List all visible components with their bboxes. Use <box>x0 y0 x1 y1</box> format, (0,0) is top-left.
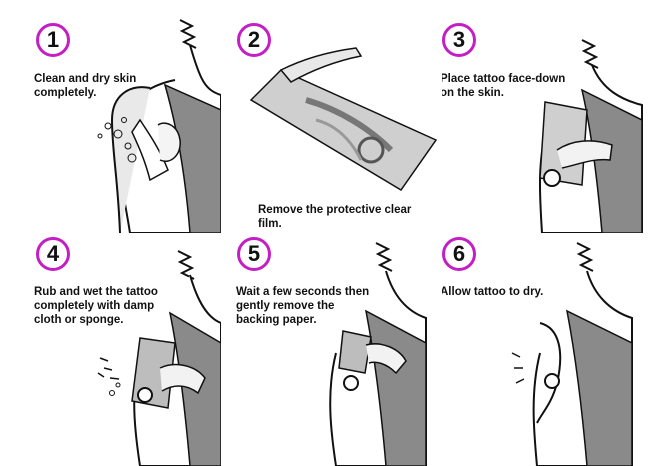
step-1-caption: Clean and dry skin completely. <box>34 73 137 99</box>
step-4-caption: Rub and wet the tattoo completely with d… <box>34 286 158 326</box>
clean-skin-illustration <box>97 19 221 233</box>
step-2-caption: Remove the protective clear film. <box>258 204 412 230</box>
step-1-number-badge: 1 <box>36 23 70 57</box>
step-6-number: 6 <box>452 241 466 266</box>
step-2-number-badge: 2 <box>237 23 271 57</box>
wet-tattoo-illustration <box>97 250 221 466</box>
dry-tattoo-illustration <box>511 242 633 466</box>
place-tattoo-illustration <box>538 39 643 233</box>
step-6-panel: 6 Allow tattoo to dry. <box>442 233 663 466</box>
step-3-caption: Place tattoo face-down on the skin. <box>442 73 566 99</box>
step-3-number: 3 <box>452 27 466 52</box>
step-1-panel: 1 Clean and dry skin completely. <box>0 0 221 233</box>
step-3-number-badge: 3 <box>442 23 476 57</box>
step-4-number: 4 <box>46 241 60 266</box>
step-3-panel: 3 Place tattoo face-down on the skin. <box>442 0 663 233</box>
step-2-panel: 2 Remove the protective clear film. <box>221 0 442 233</box>
step-4-number-badge: 4 <box>36 237 70 271</box>
step-4-panel: 4 Rub and wet the tattoo completely with… <box>0 233 221 466</box>
step-5-number: 5 <box>247 241 261 266</box>
step-6-caption: Allow tattoo to dry. <box>442 286 544 298</box>
remove-backing-illustration <box>329 242 427 466</box>
step-5-panel: 5 Wait a few seconds then gently remove … <box>221 233 442 466</box>
step-5-number-badge: 5 <box>237 237 271 271</box>
step-1-number: 1 <box>46 27 60 52</box>
step-6-number-badge: 6 <box>442 237 476 271</box>
step-2-number: 2 <box>247 27 261 52</box>
remove-film-illustration <box>249 47 438 192</box>
step-5-caption: Wait a few seconds then gently remove th… <box>236 286 370 326</box>
